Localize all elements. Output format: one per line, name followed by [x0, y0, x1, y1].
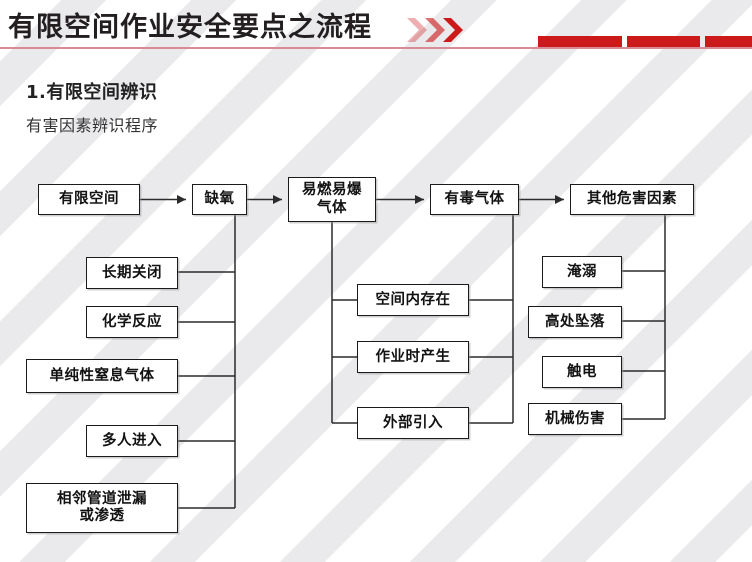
section-subheading: 有害因素辨识程序 — [26, 116, 159, 135]
node-flammable-explosive-gas[interactable]: 易燃易爆 气体 — [288, 177, 376, 222]
node-existing-in-space[interactable]: 空间内存在 — [357, 284, 469, 316]
node-chemical-reaction[interactable]: 化学反应 — [86, 306, 178, 338]
node-adjacent-pipeline-leak[interactable]: 相邻管道泄漏 或渗透 — [26, 483, 178, 533]
header-accent-block-1 — [538, 36, 622, 47]
node-confined-space[interactable]: 有限空间 — [38, 184, 140, 215]
node-other-hazard-factors[interactable]: 其他危害因素 — [570, 184, 694, 215]
node-mechanical-injury[interactable]: 机械伤害 — [528, 403, 622, 435]
node-long-term-closure[interactable]: 长期关闭 — [86, 257, 178, 289]
node-multiple-people-entry[interactable]: 多人进入 — [86, 425, 178, 457]
node-simple-asphyxiant-gas[interactable]: 单纯性窒息气体 — [26, 359, 178, 393]
slide-header: 有限空间作业安全要点之流程 — [0, 0, 752, 50]
node-generated-during-work[interactable]: 作业时产生 — [357, 341, 469, 373]
header-accent-block-2 — [627, 36, 700, 47]
header-divider — [0, 47, 752, 49]
header-accent-block-3 — [705, 36, 752, 47]
node-introduced-externally[interactable]: 外部引入 — [357, 407, 469, 439]
node-oxygen-deficiency[interactable]: 缺氧 — [192, 184, 247, 215]
node-electric-shock[interactable]: 触电 — [542, 356, 622, 388]
node-toxic-gas[interactable]: 有毒气体 — [430, 184, 519, 215]
triple-chevron-right-icon — [407, 18, 463, 42]
node-drowning[interactable]: 淹溺 — [542, 256, 622, 288]
page-title: 有限空间作业安全要点之流程 — [8, 12, 372, 43]
node-fall-from-height[interactable]: 高处坠落 — [528, 306, 622, 338]
section-heading: 1.有限空间辨识 — [26, 82, 158, 103]
